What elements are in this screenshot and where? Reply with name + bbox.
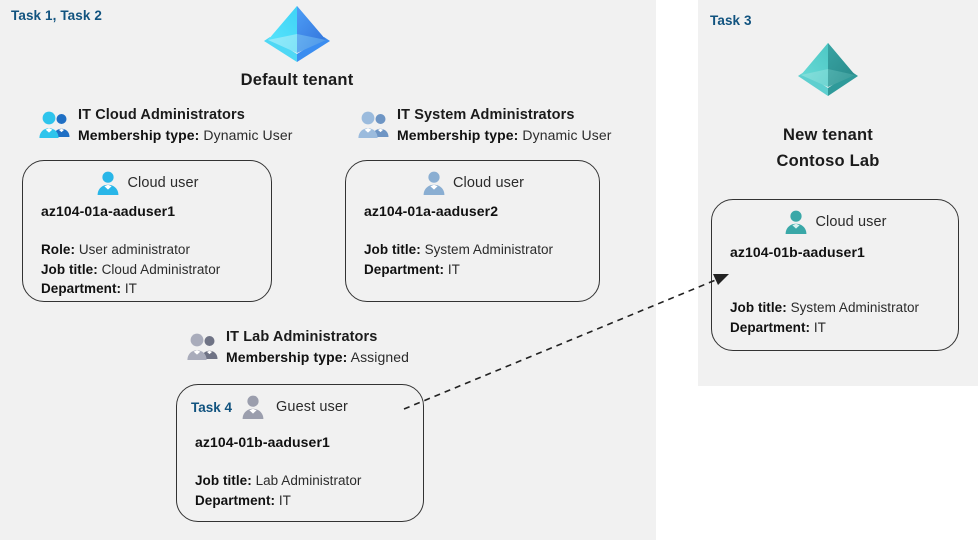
property-job-title: Job title: Cloud Administrator [41, 260, 220, 280]
membership-value: Dynamic User [522, 127, 612, 143]
property-value: System Administrator [790, 300, 920, 315]
task-tag-inline: Task 4 [191, 399, 233, 415]
membership-value: Assigned [350, 349, 410, 365]
card-az104-01b-aaduser1-cloud[interactable]: Cloud user az104-01b-aaduser1 Job title:… [711, 199, 959, 351]
task-tag-left: Task 1, Task 2 [11, 8, 102, 23]
user-kind-label: Guest user [276, 399, 348, 415]
property-label: Department: [730, 319, 811, 335]
card-user-header: Cloud user [346, 170, 599, 196]
group-title: IT System Administrators [397, 107, 575, 123]
property-value: Cloud Administrator [101, 261, 221, 277]
property-value: IT [278, 492, 291, 508]
property-label: Job title: [730, 300, 787, 315]
cloud-user-icon [95, 170, 121, 196]
cloud-user-icon [421, 170, 447, 196]
azure-tenant-pyramid-icon-new [791, 38, 865, 98]
property-job-title: Job title: System Administrator [730, 298, 919, 318]
property-value: Lab Administrator [255, 473, 362, 488]
property-value: User administrator [78, 242, 190, 257]
group-membership: Membership type: Dynamic User [78, 125, 293, 145]
task-tag-right: Task 3 [710, 13, 752, 28]
property-role: Role: User administrator [41, 240, 220, 260]
property-value: IT [124, 281, 137, 296]
user-kind-label: Cloud user [127, 175, 199, 191]
property-label: Role: [41, 242, 75, 257]
cloud-user-icon [783, 209, 809, 235]
user-properties: Role: User administrator Job title: Clou… [41, 240, 220, 299]
new-tenant-label-line2: Contoso Lab [776, 152, 880, 170]
user-kind-label: Cloud user [452, 175, 525, 191]
card-az104-01b-aaduser1-guest[interactable]: Task 4 Guest user az104-01b-aaduser1 Job… [176, 384, 424, 522]
property-value: IT [813, 319, 826, 335]
user-name: az104-01b-aaduser1 [730, 244, 865, 260]
group-membership: Membership type: Dynamic User [397, 125, 612, 145]
azure-tenant-pyramid-icon-default [256, 0, 338, 64]
user-properties: Job title: System Administrator Departme… [364, 240, 553, 279]
user-properties: Job title: System Administrator Departme… [730, 298, 919, 337]
property-department: Department: IT [195, 491, 361, 511]
group-users-icon [38, 110, 72, 140]
property-label: Job title: [41, 261, 98, 277]
membership-value: Dynamic User [203, 127, 293, 143]
card-user-header: Cloud user [23, 170, 271, 196]
membership-label: Membership type: [226, 349, 348, 365]
guest-user-icon [240, 394, 266, 420]
default-tenant-label: Default tenant [240, 71, 354, 89]
group-title: IT Lab Administrators [226, 329, 378, 345]
group-users-icon [186, 332, 220, 362]
user-name: az104-01a-aaduser1 [41, 203, 176, 219]
user-name: az104-01b-aaduser1 [195, 434, 330, 450]
property-label: Job title: [364, 242, 421, 257]
group-title: IT Cloud Administrators [78, 107, 245, 123]
card-user-header: Task 4 Guest user [177, 394, 437, 420]
card-az104-01a-aaduser1[interactable]: Cloud user az104-01a-aaduser1 Role: User… [22, 160, 272, 302]
property-label: Department: [195, 492, 276, 508]
property-label: Department: [364, 261, 445, 277]
card-user-header: Cloud user [712, 209, 958, 235]
membership-label: Membership type: [78, 127, 200, 143]
property-job-title: Job title: System Administrator [364, 240, 553, 260]
card-az104-01a-aaduser2[interactable]: Cloud user az104-01a-aaduser2 Job title:… [345, 160, 600, 302]
user-properties: Job title: Lab Administrator Department:… [195, 471, 361, 510]
property-department: Department: IT [41, 279, 220, 299]
property-label: Department: [41, 281, 122, 296]
group-text-block: IT Lab Administrators Membership type: A… [226, 328, 409, 367]
user-name: az104-01a-aaduser2 [364, 203, 499, 219]
property-department: Department: IT [730, 318, 919, 338]
membership-label: Membership type: [397, 127, 519, 143]
property-job-title: Job title: Lab Administrator [195, 471, 361, 491]
property-department: Department: IT [364, 260, 553, 280]
default-tenant-panel [0, 0, 656, 540]
property-label: Job title: [195, 473, 252, 488]
property-value: IT [447, 261, 460, 277]
user-kind-label: Cloud user [815, 214, 887, 230]
new-tenant-label-line1: New tenant [782, 126, 873, 144]
group-users-icon [357, 110, 391, 140]
group-text-block: IT Cloud Administrators Membership type:… [78, 106, 293, 145]
property-value: System Administrator [424, 242, 554, 257]
group-membership: Membership type: Assigned [226, 347, 409, 367]
group-text-block: IT System Administrators Membership type… [397, 106, 612, 145]
